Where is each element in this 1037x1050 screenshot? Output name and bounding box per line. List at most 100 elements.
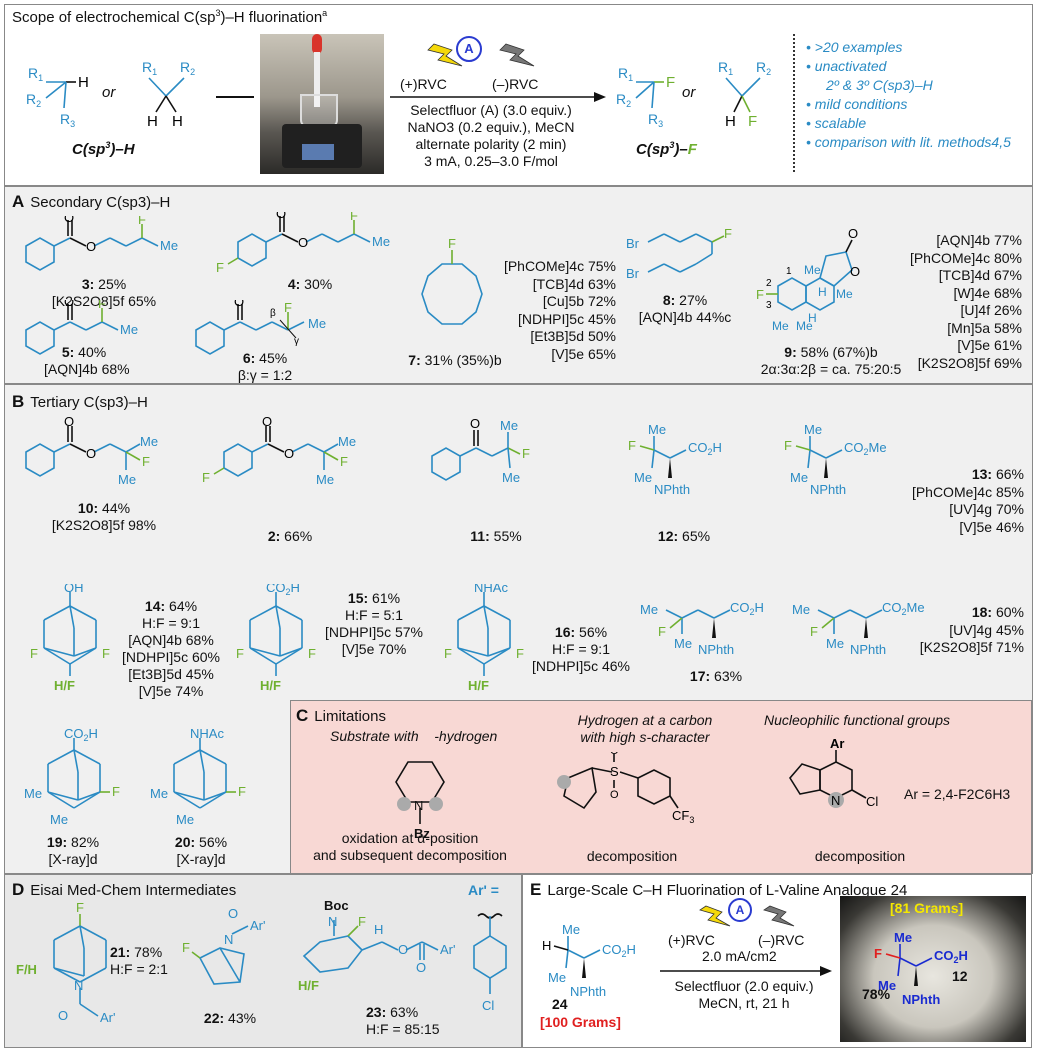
svg-text:Me: Me bbox=[118, 472, 136, 487]
compound-9-structure: F O O Me Me H H Me Me 1 2 3 bbox=[756, 226, 860, 333]
conditions-block: Selectfluor (A) (3.0 equiv.) NaNO3 (0.2 … bbox=[407, 102, 575, 169]
compound-20-label: 20: 56% [X-ray]d bbox=[174, 834, 228, 867]
limitation-1-structure: N Bz bbox=[395, 761, 445, 841]
header-panel bbox=[4, 4, 1033, 186]
svg-text:R2: R2 bbox=[26, 91, 41, 109]
svg-text:F: F bbox=[182, 940, 190, 955]
svg-text:F: F bbox=[522, 446, 530, 461]
compound-3-structure: O O F Me bbox=[25, 216, 178, 271]
svg-text:2: 2 bbox=[766, 278, 772, 289]
svg-text:Me: Me bbox=[804, 263, 821, 277]
compound-9-label: 9: 58% (67%)b 2α:3α:2β = ca. 75:20:5 bbox=[760, 344, 902, 377]
compound-9-lit-list: [AQN]4b 77% [PhCOMe]4c 80% [TCB]4d 67% [… bbox=[909, 232, 1022, 371]
svg-text:O: O bbox=[284, 446, 294, 461]
svg-text:F: F bbox=[216, 260, 224, 275]
compound-5-label: 5: 40% [AQN]4b 68% bbox=[44, 344, 130, 377]
svg-text:Me: Me bbox=[836, 287, 853, 301]
svg-text:R3: R3 bbox=[648, 111, 663, 129]
svg-text:R1: R1 bbox=[618, 65, 633, 83]
svg-text:NPhth: NPhth bbox=[570, 984, 606, 999]
svg-text:F: F bbox=[756, 287, 764, 302]
svg-text:N: N bbox=[328, 914, 337, 929]
svg-text:F: F bbox=[284, 300, 292, 315]
compound-7-label: 7: 31% (35%)b bbox=[408, 352, 502, 368]
svg-text:CO2Me: CO2Me bbox=[882, 600, 925, 617]
svg-text:O: O bbox=[470, 416, 480, 431]
ar-prime-label: Ar' = bbox=[468, 882, 499, 898]
svg-text:O: O bbox=[228, 906, 238, 921]
compound-6-label: 6: 45% β:γ = 1:2 bbox=[237, 350, 293, 383]
lightning-icons bbox=[427, 43, 535, 67]
compound-4-structure: O O F Me F bbox=[216, 212, 390, 275]
svg-text:O: O bbox=[298, 235, 308, 250]
compound-23-label: 23: 63% H:F = 85:15 bbox=[366, 1004, 440, 1037]
limitation-3-heading: Nucleophilic functional groups bbox=[764, 712, 950, 728]
photo-yield: 78% bbox=[862, 986, 891, 1002]
limitation-3-desc: decomposition bbox=[814, 848, 906, 864]
compound-19-label: 19: 82% [X-ray]d bbox=[46, 834, 100, 867]
svg-text:O: O bbox=[58, 1008, 68, 1023]
svg-text:F: F bbox=[666, 74, 675, 91]
svg-text:3: 3 bbox=[766, 300, 772, 311]
svg-text:R1: R1 bbox=[718, 59, 733, 77]
svg-text:F: F bbox=[516, 646, 524, 661]
svg-text:O: O bbox=[848, 226, 858, 241]
svg-text:H: H bbox=[808, 311, 817, 325]
limitation-2-heading: Hydrogen at a carbon with high s-charact… bbox=[577, 712, 713, 745]
svg-text:O: O bbox=[850, 264, 860, 279]
svg-text:Ar': Ar' bbox=[100, 1010, 115, 1025]
svg-text:F: F bbox=[810, 624, 818, 639]
svg-text:F: F bbox=[138, 216, 146, 227]
compound-8-label: 8: 27% [AQN]4b 44%c bbox=[638, 292, 732, 325]
svg-text:O: O bbox=[398, 942, 408, 957]
compound-15-structure: CO2H F F H/F bbox=[236, 584, 316, 693]
svg-text:Me: Me bbox=[120, 322, 138, 337]
product-structures: R1 R2 R3 F R1 R2 H F bbox=[616, 59, 771, 130]
svg-text:F: F bbox=[102, 646, 110, 661]
compound-21-label: 21: 78% H:F = 2:1 bbox=[110, 944, 168, 977]
svg-text:Me: Me bbox=[796, 319, 813, 333]
svg-text:Me: Me bbox=[500, 418, 518, 433]
rvc-plus-label: (+)RVC bbox=[400, 76, 447, 92]
compound-10-label: 10: 44% [K2S2O8]5f 98% bbox=[51, 500, 157, 533]
limitation-3-ar-definition: Ar = 2,4-F2C6H3 bbox=[904, 786, 1011, 802]
svg-text:Boc: Boc bbox=[324, 898, 349, 913]
compound-16-lit-list: 16: 56% H:F = 9:1 [NDHPI]5c 46% bbox=[531, 624, 631, 674]
compound-11-label: 11: 55% bbox=[470, 528, 522, 544]
svg-text:F: F bbox=[112, 784, 120, 799]
compound-21-structure: F F/H N O Ar' bbox=[16, 900, 115, 1025]
reagent-badge-e: A bbox=[728, 898, 752, 922]
compound-16-structure: NHAc F F H/F bbox=[444, 584, 524, 693]
svg-text:S: S bbox=[610, 764, 619, 779]
svg-text:O: O bbox=[64, 416, 74, 429]
svg-text:Me: Me bbox=[792, 602, 810, 617]
svg-text:β: β bbox=[270, 308, 276, 319]
svg-text:F: F bbox=[724, 226, 732, 241]
svg-text:CO2H: CO2H bbox=[688, 440, 722, 457]
svg-text:Me: Me bbox=[804, 422, 822, 437]
compound-17-label: 17: 63% bbox=[689, 668, 743, 684]
svg-text:Me: Me bbox=[150, 786, 168, 801]
compound-15-lit-list: 15: 61% H:F = 5:1 [NDHPI]5c 57% [V]5e 70… bbox=[324, 590, 424, 657]
svg-text:O: O bbox=[86, 446, 96, 461]
compound-13-lit-list: 13: 66% [PhCOMe]4c 85% [UV]4g 70% [V]5e … bbox=[911, 466, 1024, 535]
svg-text:CO2H: CO2H bbox=[64, 728, 98, 743]
compound-2-label: 2: 66% bbox=[267, 528, 313, 544]
svg-text:Me: Me bbox=[648, 422, 666, 437]
figure-title: Scope of electrochemical C(sp3)–H fluori… bbox=[12, 8, 328, 26]
svg-text:F: F bbox=[444, 646, 452, 661]
svg-text:O: O bbox=[610, 789, 619, 801]
compound-20-structure: NHAc Me Me F bbox=[150, 728, 246, 827]
svg-text:Bz: Bz bbox=[414, 826, 430, 841]
svg-text:Me: Me bbox=[24, 786, 42, 801]
svg-text:Ar: Ar bbox=[830, 736, 844, 751]
svg-text:O: O bbox=[86, 239, 96, 254]
svg-text:F: F bbox=[340, 454, 348, 469]
svg-text:Ar': Ar' bbox=[440, 942, 455, 957]
limitation-3-structure: Ar N Cl bbox=[789, 736, 878, 809]
svg-text:O: O bbox=[416, 960, 426, 975]
dash-line bbox=[216, 96, 254, 98]
svg-text:Me: Me bbox=[50, 812, 68, 827]
svg-text:OH: OH bbox=[64, 584, 84, 595]
